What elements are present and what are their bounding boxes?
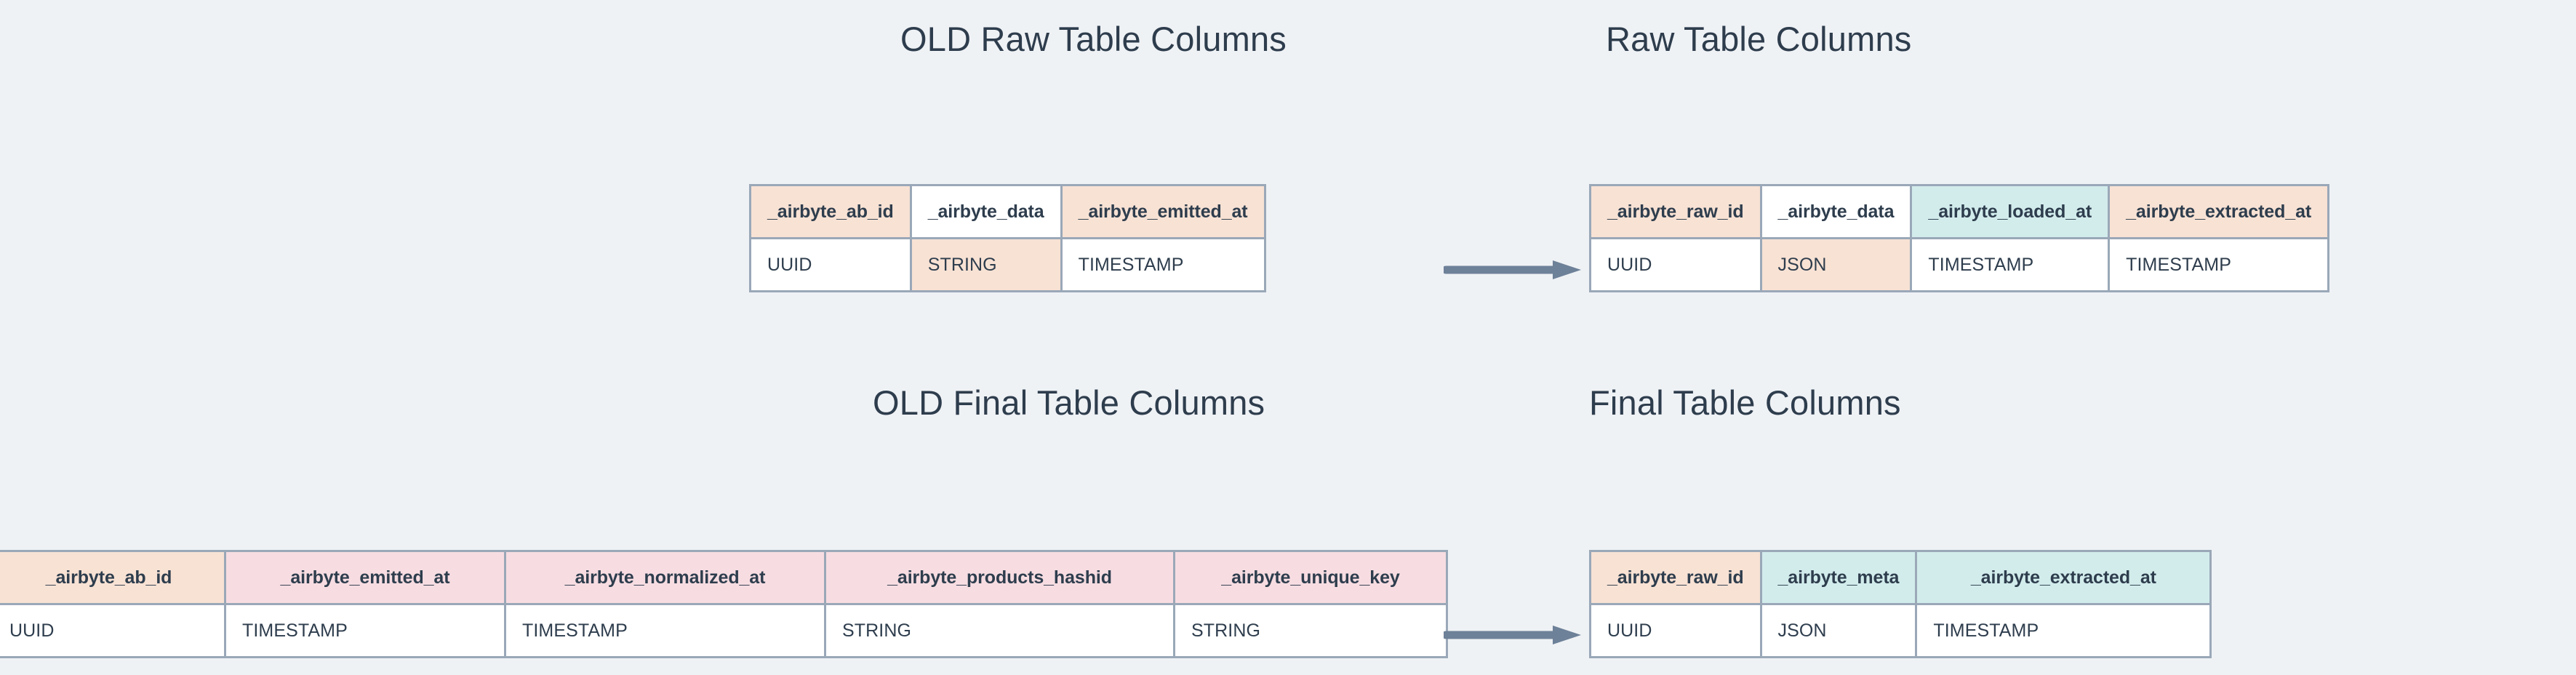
column-header-cell: _airbyte_loaded_at [1910, 184, 2111, 239]
column-header-cell: _airbyte_ab_id [0, 550, 226, 605]
column-type-cell: STRING [824, 603, 1175, 658]
column-header-cell: _airbyte_meta [1759, 550, 1918, 605]
column-type-cell: JSON [1759, 603, 1918, 658]
table-old-final-columns: _airbyte_ab_id_airbyte_emitted_at_airbyt… [0, 550, 1448, 658]
column-type-cell: STRING [909, 237, 1063, 292]
column-header-cell: _airbyte_emitted_at [224, 550, 506, 605]
column-type-cell: TIMESTAMP [1060, 237, 1266, 292]
column-header-cell: _airbyte_data [1759, 184, 1913, 239]
section-title-raw-table: Raw Table Columns [1606, 20, 1912, 58]
arrow-final-transform [1444, 624, 1589, 646]
table-header-row: _airbyte_raw_id_airbyte_meta_airbyte_ext… [1589, 550, 2212, 605]
column-type-cell: TIMESTAMP [1915, 603, 2212, 658]
table-final-columns: _airbyte_raw_id_airbyte_meta_airbyte_ext… [1589, 550, 2212, 658]
column-header-cell: _airbyte_normalized_at [504, 550, 826, 605]
column-header-cell: _airbyte_extracted_at [2108, 184, 2330, 239]
table-header-row: _airbyte_raw_id_airbyte_data_airbyte_loa… [1589, 184, 2330, 239]
column-type-cell: TIMESTAMP [2108, 237, 2330, 292]
column-type-cell: UUID [0, 603, 226, 658]
column-header-cell: _airbyte_raw_id [1589, 550, 1762, 605]
column-header-cell: _airbyte_ab_id [749, 184, 912, 239]
arrow-raw-transform [1444, 259, 1589, 281]
column-header-cell: _airbyte_raw_id [1589, 184, 1762, 239]
column-type-cell: UUID [1589, 237, 1762, 292]
column-type-cell: STRING [1173, 603, 1448, 658]
column-header-cell: _airbyte_unique_key [1173, 550, 1448, 605]
column-type-cell: TIMESTAMP [504, 603, 826, 658]
column-type-cell: JSON [1759, 237, 1913, 292]
table-raw-columns: _airbyte_raw_id_airbyte_data_airbyte_loa… [1589, 184, 2330, 292]
table-header-row: _airbyte_ab_id_airbyte_data_airbyte_emit… [749, 184, 1266, 239]
column-type-cell: TIMESTAMP [1910, 237, 2111, 292]
column-header-cell: _airbyte_data [909, 184, 1063, 239]
column-type-cell: UUID [1589, 603, 1762, 658]
column-header-cell: _airbyte_products_hashid [824, 550, 1175, 605]
table-old-raw-columns: _airbyte_ab_id_airbyte_data_airbyte_emit… [749, 184, 1266, 292]
column-type-cell: UUID [749, 237, 912, 292]
column-header-cell: _airbyte_emitted_at [1060, 184, 1266, 239]
column-type-cell: TIMESTAMP [224, 603, 506, 658]
column-header-cell: _airbyte_extracted_at [1915, 550, 2212, 605]
table-header-row: _airbyte_ab_id_airbyte_emitted_at_airbyt… [0, 550, 1448, 605]
section-title-final-table: Final Table Columns [1589, 383, 1901, 422]
section-title-old-final-table: OLD Final Table Columns [873, 383, 1265, 422]
section-title-old-raw-table: OLD Raw Table Columns [900, 20, 1287, 58]
